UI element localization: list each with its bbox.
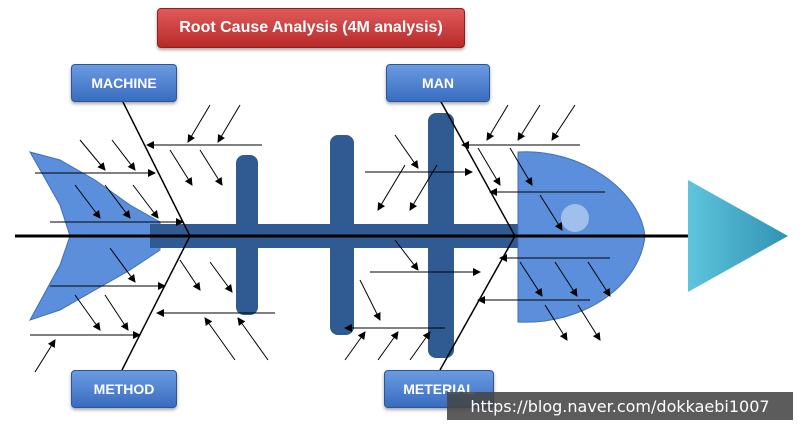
method-causes (30, 247, 275, 373)
cause-arrow (486, 104, 509, 141)
cause-arrow (544, 304, 568, 341)
category-label-method: METHOD (71, 370, 177, 408)
cause-arrow (179, 259, 201, 291)
page-title: Root Cause Analysis (4M analysis) (157, 8, 465, 48)
branch-machine (121, 99, 191, 237)
cause-arrow (209, 261, 233, 293)
machine-causes (35, 104, 262, 226)
material-causes (344, 239, 611, 361)
category-label-man: MAN (386, 64, 490, 102)
branch-method (121, 235, 191, 371)
cause-arrow (577, 304, 601, 341)
cause-arrow (539, 194, 563, 231)
man-causes (365, 104, 605, 231)
cause-arrow (477, 147, 501, 186)
branch-man (439, 99, 516, 237)
cause-arrow (517, 104, 541, 141)
cause-arrow (377, 331, 399, 361)
cause-arrow (199, 149, 223, 186)
cause-arrow (204, 317, 236, 361)
cause-arrow (187, 104, 211, 143)
cause-arrow (169, 149, 193, 186)
cause-arrow (394, 239, 419, 271)
cause-arrow (79, 139, 106, 171)
cause-arrow (74, 294, 101, 331)
cause-arrow (217, 104, 241, 143)
triangle-arrow-icon (688, 180, 788, 292)
cause-arrow (554, 261, 578, 297)
cause-arrow (34, 339, 56, 373)
cause-arrow (109, 247, 136, 283)
cause-arrow (359, 279, 381, 321)
cause-arrow (409, 331, 431, 361)
cause-arrow (74, 184, 101, 219)
cause-arrow (237, 317, 269, 361)
cause-arrow (377, 164, 406, 211)
cause-arrow (104, 294, 129, 331)
cause-arrow (132, 184, 159, 219)
cause-arrow (551, 104, 576, 141)
fish-eye (561, 204, 589, 232)
cause-arrow (409, 164, 438, 211)
cause-arrow (344, 331, 366, 361)
cause-arrow (111, 139, 136, 171)
category-label-machine: MACHINE (71, 64, 177, 102)
watermark: https://blog.naver.com/dokkaebi1007 (447, 392, 793, 420)
cause-arrow (509, 147, 533, 186)
cause-arrow (519, 261, 543, 297)
cause-arrow (104, 184, 131, 219)
cause-arrow (394, 134, 419, 169)
cause-arrow (587, 261, 611, 297)
